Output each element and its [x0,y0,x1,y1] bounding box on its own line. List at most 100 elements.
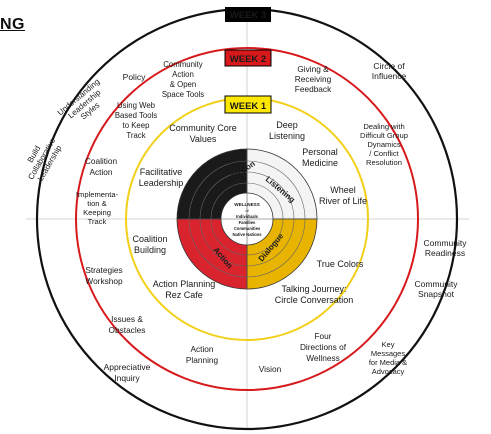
deep-listening-label: Deep Listening [269,120,305,141]
issues-line-2: Obstacles [109,325,146,335]
personal-medicine-line-2: Medicine [302,158,338,168]
issues-line-1: Issues & [111,314,143,324]
difficult-line-1: Dealing with [363,122,404,131]
appreciative-inquiry-label: Appreciative Inquiry [104,362,151,383]
giving-line-1: Giving & [297,64,329,74]
week2-items: Community Action & Open Space Tools Givi… [76,60,408,374]
week1-label: WEEK 1 [224,95,272,114]
key-messages-line-1: Key [382,340,395,349]
community-action-line-4: Space Tools [162,90,204,99]
web-tools-line-2: Based Tools [115,111,157,120]
vision-label: Vision [259,364,282,374]
core-line-2: of [245,208,249,213]
circle-of-influence-line-1: Circle of [373,61,405,71]
talking-journey-line-1: Talking Journey: [281,284,346,294]
strategies-line-1: Strategies [85,265,122,275]
giving-line-2: Receiving [295,74,332,84]
community-snapshot-line-2: Snapshot [418,289,455,299]
week3-label-text: WEEK 3 [230,10,266,21]
action-planning-label: Action Planning [186,344,219,365]
implementation-line-4: Track [88,217,107,226]
difficult-group-label: Dealing with Difficult Group Dynamics / … [360,122,408,167]
implementation-label: Implementa- tion & Keeping Track [76,190,119,226]
center-medicine-wheel: Reflection Listening Dialogue Action WEL… [176,148,318,290]
deep-listening-line-2: Listening [269,131,305,141]
coalition-action-line-2: Action [89,167,112,177]
talking-journey-label: Talking Journey: Circle Conversation [275,284,354,305]
core-text: WELLNESS of Individuals Families Communi… [232,202,262,237]
community-readiness-line-2: Readiness [425,248,465,258]
week3-label: WEEK 3 [225,7,271,22]
community-action-line-1: Community [163,60,203,69]
deep-listening-line-1: Deep [276,120,298,130]
core-line-3: Individuals [236,214,259,219]
facilitative-line-2: Leadership [139,178,184,188]
core-line-5: Communities [234,226,261,231]
talking-journey-line-2: Circle Conversation [275,295,354,305]
community-readiness-label: Community Readiness [424,238,468,258]
four-directions-line-2: Directions of [300,342,347,352]
four-directions-line-3: Wellness [306,353,340,363]
implementation-line-1: Implementa- [76,190,119,199]
issues-obstacles-label: Issues & Obstacles [109,314,146,335]
personal-medicine-line-1: Personal [302,147,338,157]
week1-label-text: WEEK 1 [230,101,267,112]
week2-ring [75,47,419,391]
key-messages-line-2: Messages [371,349,405,358]
community-snapshot-line-1: Community [415,279,459,289]
week3-label-box [225,7,271,22]
week1-label-box [224,95,272,114]
coalition-action-label: Coalition Action [85,156,118,177]
action-planning-line-1: Action [190,344,213,354]
coalition-action-line-1: Coalition [85,156,118,166]
wheel-river-label: Wheel River of Life [319,185,367,206]
web-tools-line-1: Using Web [117,101,156,110]
core-values-line-2: Values [190,134,217,144]
facilitative-leadership-label: Facilitative Leadership [139,167,184,188]
difficult-line-4: / Conflict [369,149,399,158]
web-tools-line-3: to Keep [123,121,151,130]
action-planning-rez-label: Action Planning Rez Cafe [153,279,216,300]
rez-line-2: Rez Cafe [165,290,203,300]
coalition-building-label: Coalition Building [132,234,167,255]
giving-line-3: Feedback [295,84,332,94]
facilitative-line-1: Facilitative [140,167,183,177]
week1-items: Community Core Values Deep Listening Per… [132,120,367,305]
web-tools-label: Using Web Based Tools to Keep Track [115,101,157,140]
key-messages-line-3: for Media & [369,358,407,367]
community-action-label: Community Action & Open Space Tools [162,60,204,99]
community-core-values-label: Community Core Values [169,123,237,144]
implementation-line-2: tion & [87,199,106,208]
circle-of-influence-line-2: Influence [372,71,407,81]
appreciative-line-2: Inquiry [114,373,140,383]
wheel-river-line-2: River of Life [319,196,367,206]
core-line-4: Families [239,220,256,225]
rez-line-1: Action Planning [153,279,216,289]
key-messages-line-4: Advocacy [372,367,405,376]
four-directions-label: Four Directions of Wellness [300,331,347,363]
page-heading-fragment: NG [0,16,25,33]
policy-label: Policy [123,72,146,82]
true-colors-label: True Colors [317,259,364,269]
community-action-line-3: & Open [170,80,196,89]
circle-of-influence-label: Circle of Influence [372,61,407,81]
implementation-line-3: Keeping [83,208,111,217]
strategies-line-2: Workshop [85,276,123,286]
appreciative-line-1: Appreciative [104,362,151,372]
wheel-river-line-1: Wheel [330,185,356,195]
community-readiness-line-1: Community [424,238,468,248]
strategies-workshop-label: Strategies Workshop [85,265,123,286]
week2-label-text: WEEK 2 [230,54,266,65]
four-directions-line-1: Four [314,331,331,341]
core-line-1: WELLNESS [234,202,260,207]
difficult-line-3: Dynamics [367,140,401,149]
coalition-building-line-1: Coalition [132,234,167,244]
coalition-building-line-2: Building [134,245,166,255]
key-messages-label: Key Messages for Media & Advocacy [369,340,407,376]
week2-label-box [224,49,272,67]
core-line-6: Native Nations [232,232,262,237]
build-collaborative-label: Build Collaborative Leadership [26,136,64,183]
core-values-line-1: Community Core [169,123,237,133]
personal-medicine-label: Personal Medicine [302,147,338,168]
